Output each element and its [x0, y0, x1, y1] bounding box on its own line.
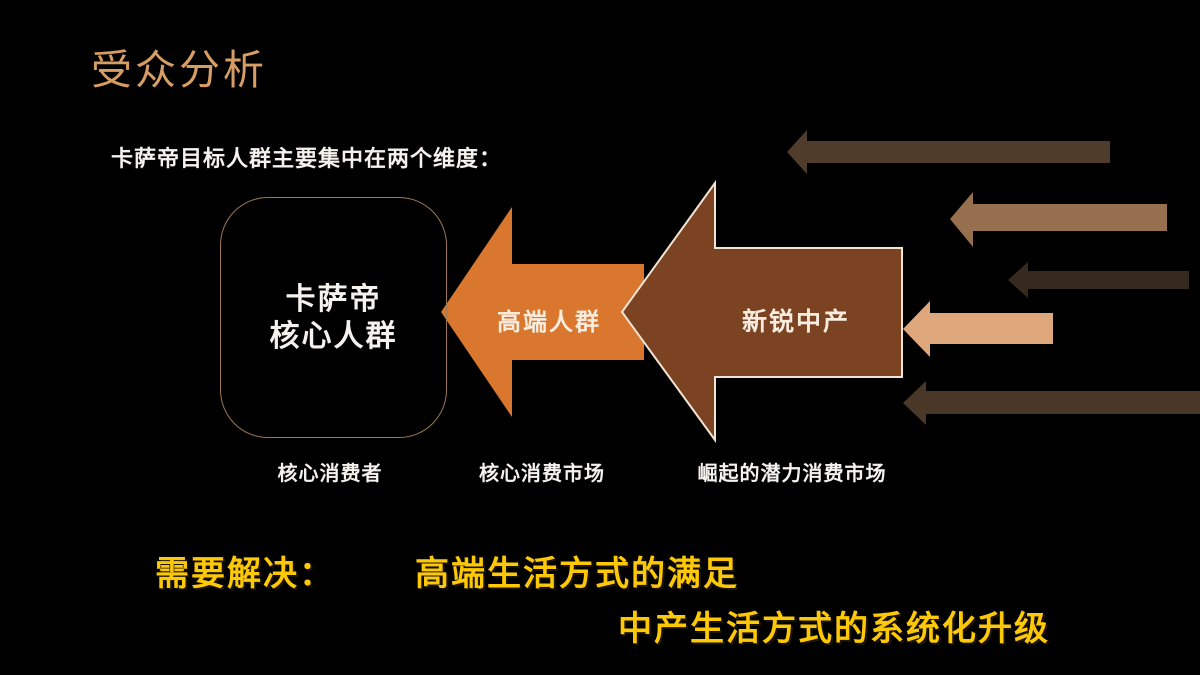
- incoming-arrow-1-icon: [787, 130, 1110, 174]
- incoming-arrow-5-icon: [903, 381, 1200, 425]
- premium-arrow-label: 高端人群: [497, 309, 601, 336]
- caption-core-consumer: 核心消费者: [277, 463, 383, 485]
- core-audience-box: 卡萨帝 核心人群: [220, 197, 447, 438]
- caption-rising-market: 崛起的潜力消费市场: [697, 463, 887, 485]
- slide-title: 受众分析: [91, 47, 267, 93]
- conclusion-prefix: 需要解决：: [155, 555, 335, 593]
- incoming-arrow-4-icon: [903, 301, 1053, 357]
- conclusion-line2: 中产生活方式的系统化升级: [618, 610, 1050, 648]
- core-box-line1: 卡萨帝: [285, 282, 382, 316]
- incoming-arrow-3-icon: [1008, 262, 1189, 298]
- slide-subtitle: 卡萨帝目标人群主要集中在两个维度：: [111, 146, 503, 171]
- middle-class-arrow-label: 新锐中产: [741, 308, 850, 336]
- conclusion-line1: 高端生活方式的满足: [415, 555, 739, 593]
- incoming-arrow-2-icon: [950, 192, 1167, 247]
- caption-core-market: 核心消费市场: [479, 463, 605, 485]
- middle-class-arrow-icon: [620, 179, 903, 444]
- core-box-line2: 核心人群: [269, 319, 398, 353]
- premium-arrow-icon: [441, 207, 644, 417]
